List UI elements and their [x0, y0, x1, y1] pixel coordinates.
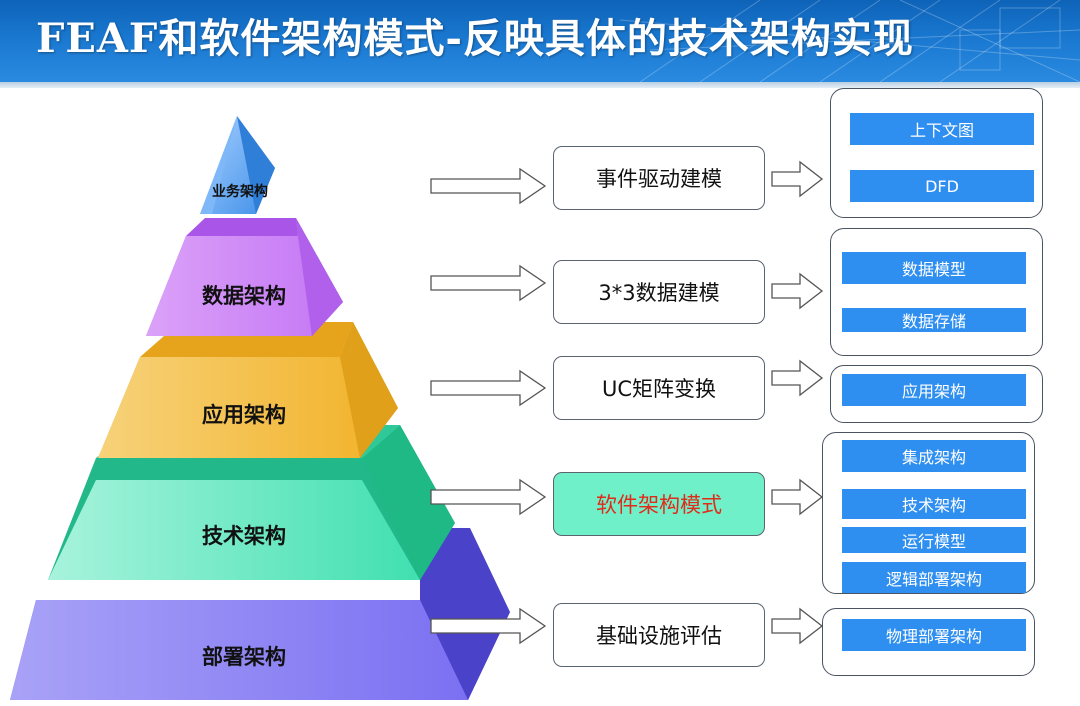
tier-label-business: 业务架构 [212, 183, 268, 200]
arrow-right-icon [771, 478, 824, 516]
page-title: FEAF和软件架构模式-反映具体的技术架构实现 [36, 15, 914, 62]
arrow-right-icon [771, 160, 824, 198]
output-box: 运行模型 [842, 527, 1026, 553]
arrow-right-icon [430, 478, 547, 516]
output-box: 集成架构 [842, 440, 1026, 472]
output-box: DFD [850, 170, 1034, 202]
process-box-software-architecture-pattern: 软件架构模式 [553, 472, 765, 536]
header-divider [0, 82, 1080, 88]
arrow-right-icon [771, 272, 824, 310]
header-banner: FEAF和软件架构模式-反映具体的技术架构实现 [0, 0, 1080, 82]
arrow-right-icon [430, 167, 547, 205]
tier-label-application: 应用架构 [202, 403, 286, 427]
process-box-event-driven-modeling: 事件驱动建模 [553, 146, 765, 210]
tier-technology [48, 425, 455, 580]
output-group-data [830, 228, 1043, 356]
tier-deployment [10, 528, 510, 700]
header-decoration [619, 0, 1080, 82]
process-box-infrastructure-assessment: 基础设施评估 [553, 603, 765, 667]
tier-application [98, 322, 398, 458]
output-box: 应用架构 [842, 374, 1026, 406]
tier-label-deployment: 部署架构 [202, 645, 286, 669]
tier-label-technology: 技术架构 [202, 524, 286, 548]
output-box: 数据模型 [842, 252, 1026, 284]
arrow-right-icon [430, 607, 547, 645]
output-box: 数据存储 [842, 308, 1026, 332]
output-box: 物理部署架构 [842, 619, 1026, 651]
tier-business [200, 116, 275, 214]
output-box: 技术架构 [842, 489, 1026, 519]
tier-label-data: 数据架构 [202, 284, 286, 308]
output-box: 逻辑部署架构 [842, 562, 1026, 593]
process-box-uc-matrix: UC矩阵变换 [553, 356, 765, 420]
arrow-right-icon [771, 359, 824, 397]
arrow-right-icon [430, 264, 547, 302]
arrow-right-icon [430, 369, 547, 407]
tier-data [146, 218, 343, 336]
process-box-data-modeling: 3*3数据建模 [553, 260, 765, 324]
output-box: 上下文图 [850, 113, 1034, 145]
arrow-right-icon [771, 607, 824, 645]
